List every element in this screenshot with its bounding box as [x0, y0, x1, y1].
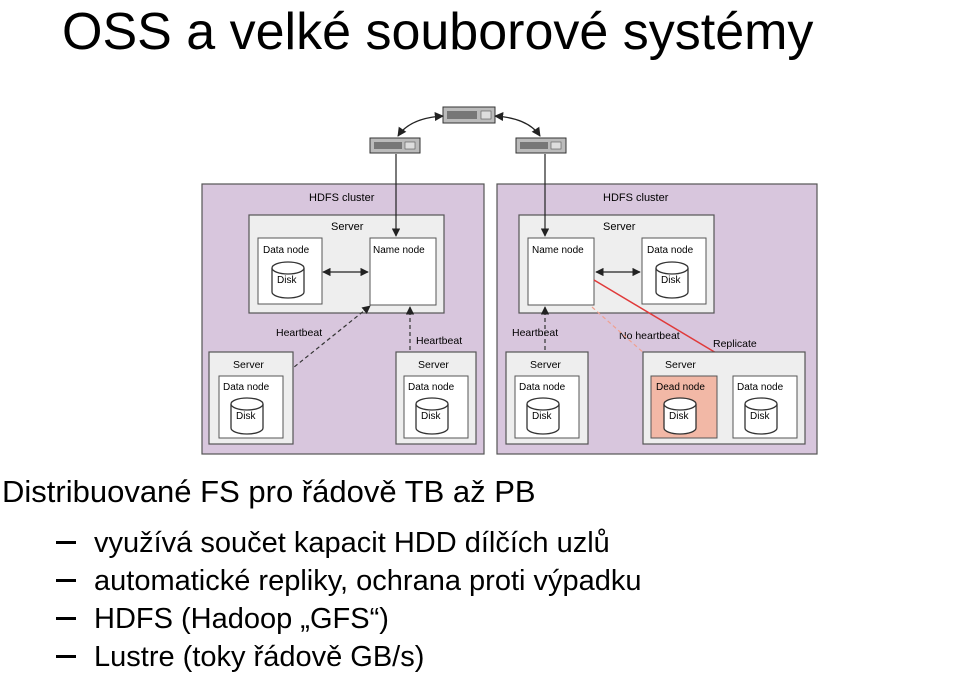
left-server-2-disk-label: Disk — [421, 411, 441, 422]
sub-bullet-4-text: Lustre (toky řádově GB/s) — [94, 641, 425, 673]
right-server-2-disk-label: Disk — [750, 411, 770, 422]
left-server-2-dn-label: Data node — [408, 382, 455, 393]
dead-node-disk-label: Disk — [669, 411, 689, 422]
sub-bullet-3: HDFS (Hadoop „GFS“) — [56, 600, 389, 638]
switch-top-icon — [442, 106, 496, 124]
sub-bullet-4: Lustre (toky řádově GB/s) — [56, 638, 424, 676]
right-server-1-dn-label: Data node — [519, 382, 566, 393]
right-server-2-dn-label: Data node — [737, 382, 784, 393]
dash-icon — [56, 616, 76, 620]
slide-title: OSS a velké souborové systémy — [62, 3, 814, 61]
sub-bullet-1-text: využívá součet kapacit HDD dílčích uzlů — [94, 527, 610, 559]
left-main-server-label: Server — [331, 221, 364, 233]
sub-bullet-3-text: HDFS (Hadoop „GFS“) — [94, 603, 389, 635]
left-heartbeat-1-label: Heartbeat — [276, 327, 322, 339]
right-main-server-label: Server — [603, 221, 636, 233]
right-name-node-label: Name node — [532, 245, 584, 256]
left-name-node-box — [369, 237, 437, 306]
right-cluster-label: HDFS cluster — [603, 192, 669, 204]
dash-icon — [56, 540, 76, 544]
switch-left-icon — [369, 137, 421, 154]
right-server-2-label: Server — [665, 359, 696, 371]
left-disk-label: Disk — [277, 275, 297, 286]
right-server-1-label: Server — [530, 359, 561, 371]
dead-node-label: Dead node — [656, 382, 705, 393]
left-server-1-label: Server — [233, 359, 264, 371]
switch-right-icon — [515, 137, 567, 154]
sub-bullet-2: automatické repliky, ochrana proti výpad… — [56, 562, 642, 600]
dash-icon — [56, 654, 76, 658]
left-server-1-disk-label: Disk — [236, 411, 256, 422]
right-data-node-label: Data node — [647, 245, 694, 256]
right-replicate-label: Replicate — [713, 338, 757, 350]
right-no-heartbeat-label: No heartbeat — [619, 330, 680, 342]
hdfs-diagram: HDFS cluster Server Data node Disk Name … — [201, 106, 818, 455]
bullet-main: Distribuované FS pro řádově TB až PB — [2, 474, 536, 509]
left-cluster-label: HDFS cluster — [309, 192, 375, 204]
link-top-right — [494, 111, 541, 137]
left-heartbeat-1-arrow — [277, 305, 371, 381]
dash-icon — [56, 578, 76, 582]
left-name-node-label: Name node — [373, 245, 425, 256]
right-server-1-disk-label: Disk — [532, 411, 552, 422]
right-heartbeat-label: Heartbeat — [512, 327, 558, 339]
left-data-node-label: Data node — [263, 245, 310, 256]
right-no-heartbeat-line — [591, 306, 673, 379]
sub-bullet-1: využívá součet kapacit HDD dílčích uzlů — [56, 524, 610, 562]
left-heartbeat-2-label: Heartbeat — [416, 335, 462, 347]
left-server-2-label: Server — [418, 359, 449, 371]
right-name-node-box — [527, 237, 595, 306]
link-top-left — [397, 111, 444, 137]
sub-bullet-2-text: automatické repliky, ochrana proti výpad… — [94, 565, 642, 597]
left-server-1-dn-label: Data node — [223, 382, 270, 393]
right-disk-label: Disk — [661, 275, 681, 286]
